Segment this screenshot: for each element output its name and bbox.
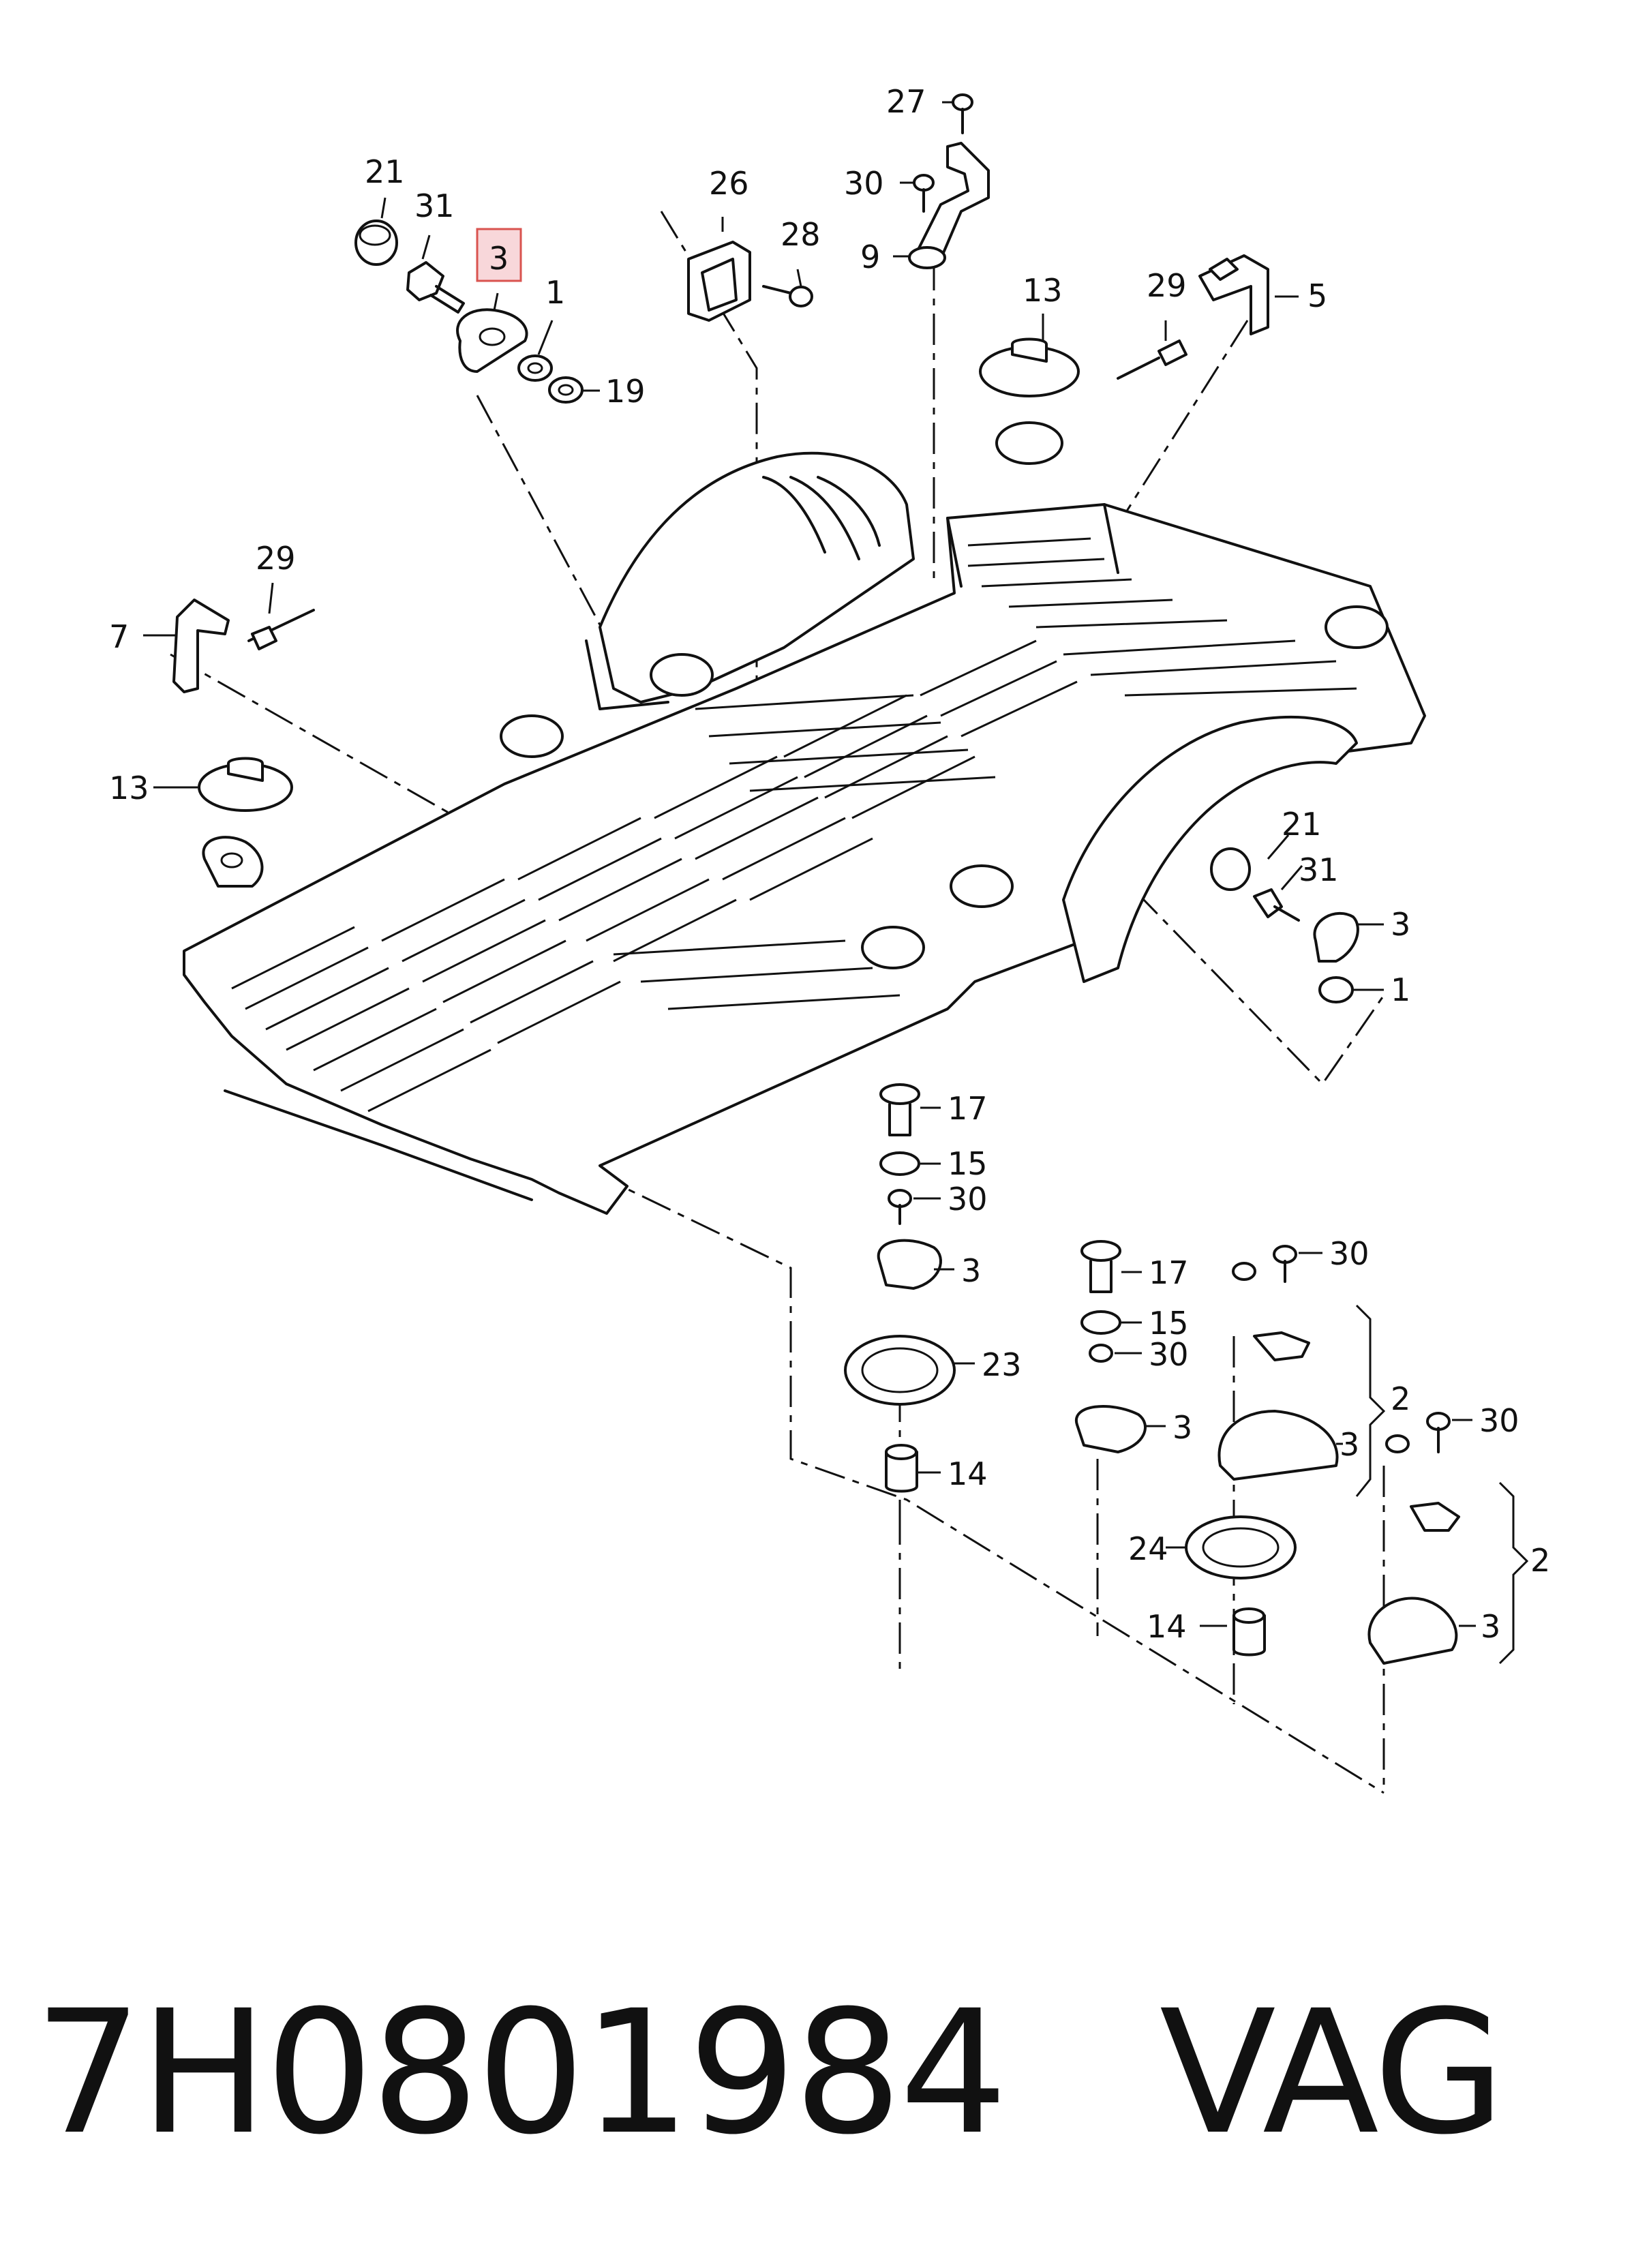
part-19-nut — [548, 376, 584, 404]
label-15-a: 15 — [948, 1145, 988, 1182]
label-30-c: 30 — [1329, 1235, 1370, 1272]
brand-name: VAG — [1159, 1974, 1505, 2172]
part-3-lashing-eye-a — [877, 1239, 942, 1290]
label-5: 5 — [1307, 277, 1327, 314]
label-15-b: 15 — [1149, 1305, 1189, 1342]
label-21-right: 21 — [1282, 806, 1322, 843]
label-2-a: 2 — [1391, 1380, 1410, 1417]
part-3-lashing-eye-b — [1074, 1405, 1147, 1453]
part-7-bracket — [172, 599, 230, 693]
part-28-screw — [762, 285, 813, 307]
label-3-b: 3 — [1172, 1409, 1192, 1446]
part-21-cap-top — [354, 220, 398, 266]
part-24-ring — [1185, 1515, 1297, 1579]
part-2-assembly-b — [1367, 1502, 1460, 1665]
part-30-screw-d — [1385, 1412, 1451, 1453]
label-14-b: 14 — [1147, 1608, 1187, 1645]
part-30-screw-a — [888, 1189, 912, 1225]
leader-lines — [143, 101, 1476, 1627]
label-3-right: 3 — [1391, 906, 1410, 943]
label-17-b: 17 — [1149, 1254, 1189, 1291]
label-24: 24 — [1128, 1530, 1168, 1567]
label-28: 28 — [781, 216, 821, 253]
part-1-washer-top — [517, 354, 553, 382]
part-2-assembly-a — [1217, 1331, 1339, 1481]
label-19: 19 — [605, 373, 646, 410]
label-2-b: 2 — [1530, 1542, 1550, 1579]
part-26-bracket — [687, 241, 751, 322]
part-3-lashing-eye-left — [202, 836, 264, 888]
label-1-top: 1 — [545, 274, 565, 311]
highlight-box — [476, 228, 522, 282]
part-31-bolt-top — [406, 261, 465, 314]
label-30-d: 30 — [1479, 1402, 1519, 1439]
part-17-screw-b — [1080, 1240, 1121, 1293]
part-5-bracket — [1198, 254, 1269, 335]
label-26: 26 — [709, 165, 749, 202]
label-9: 9 — [860, 239, 880, 275]
label-30-b: 30 — [1149, 1336, 1189, 1373]
label-13-top: 13 — [1023, 272, 1063, 309]
callout-labels: 27 30 9 26 28 21 31 3 1 19 13 29 5 29 7 … — [109, 83, 1550, 1645]
floor-panel — [183, 421, 1426, 1215]
label-29-top: 29 — [1147, 267, 1187, 304]
label-27: 27 — [886, 83, 926, 120]
part-9-bracket — [908, 142, 990, 269]
part-13-buffer-left — [198, 757, 293, 812]
floor-lashing-eyes — [500, 421, 1389, 969]
part-15-washer-b — [1080, 1310, 1121, 1335]
floor-slots — [231, 537, 1357, 1113]
part-30-screw-top — [913, 174, 935, 213]
label-7: 7 — [109, 618, 129, 655]
part-30-screw-b — [1089, 1344, 1113, 1363]
label-30-top: 30 — [844, 165, 884, 202]
label-3-highlight: 3 — [489, 240, 509, 277]
part-15-washer-a — [879, 1151, 920, 1176]
label-31-top: 31 — [414, 187, 455, 224]
label-31-right: 31 — [1299, 851, 1339, 888]
label-23: 23 — [982, 1346, 1022, 1383]
label-1-right: 1 — [1391, 971, 1410, 1008]
part-17-screw-a — [879, 1083, 920, 1136]
part-21-cap-right — [1210, 847, 1251, 891]
part-3-lashing-eye-top — [456, 308, 528, 373]
part-14-spacer-a — [885, 1444, 918, 1493]
part-23-ring — [844, 1335, 956, 1406]
part-14-spacer-b — [1232, 1607, 1266, 1657]
label-3-d: 3 — [1481, 1608, 1500, 1645]
label-21-top: 21 — [365, 153, 405, 190]
part-27-screw — [952, 93, 973, 134]
label-30-a: 30 — [948, 1181, 988, 1218]
label-3-c: 3 — [1340, 1426, 1359, 1463]
part-3-lashing-eye-right — [1313, 912, 1359, 963]
label-13-left: 13 — [109, 770, 149, 806]
part-number-caption: 7H0801984 VAG — [34, 1974, 1505, 2172]
label-3-a: 3 — [961, 1252, 981, 1289]
part-number: 7H0801984 — [34, 1974, 1008, 2172]
part-1-washer-right — [1318, 976, 1354, 1003]
caption-gap — [1005, 1974, 1159, 2172]
label-17-a: 17 — [948, 1090, 988, 1127]
label-29-left: 29 — [256, 540, 296, 577]
part-29-pin-left — [247, 609, 315, 650]
part-30-screw-c — [1232, 1245, 1297, 1283]
part-13-buffer-top — [979, 337, 1080, 397]
part-31-bolt-right — [1253, 888, 1300, 922]
label-14-a: 14 — [948, 1455, 988, 1492]
part-29-pin-top — [1117, 339, 1187, 380]
